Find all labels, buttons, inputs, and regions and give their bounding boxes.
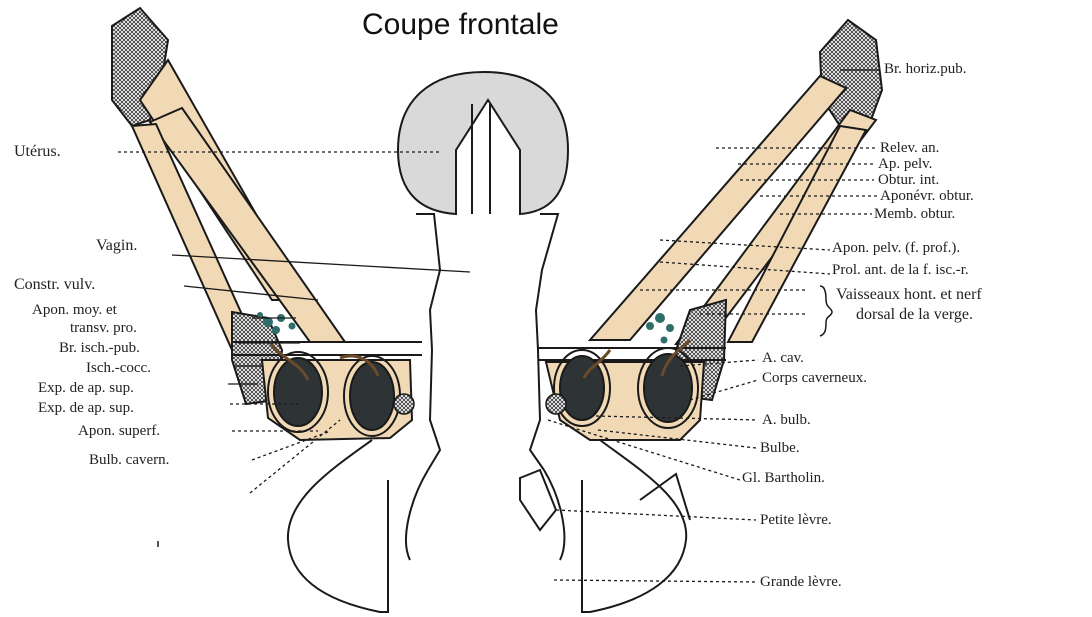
label-a-bulb: A. bulb. [762,412,811,429]
right-bartholin-gland [546,394,566,414]
label-bulbe: Bulbe. [760,440,800,457]
label-apon-pelv-prof: Apon. pelv. (f. prof.). [832,240,960,257]
label-exp-ap-sup-1: Exp. de ap. sup. [38,380,134,397]
label-ap-pelv: Ap. pelv. [878,156,932,173]
label-memb-obtur: Memb. obtur. [874,206,955,223]
label-uterus: Utérus. [14,143,61,160]
label-transv-pro: transv. pro. [70,320,137,337]
label-constr-vulv: Constr. vulv. [14,276,95,293]
diagram-title: Coupe frontale [362,8,559,42]
label-grande-levre: Grande lèvre. [760,574,842,591]
label-vaisseaux: Vaisseaux hont. et nerf [836,286,982,303]
left-bartholin-gland [394,394,414,414]
label-petite-levre: Petite lèvre. [760,512,832,529]
label-br-horiz-pub: Br. horiz.pub. [884,61,967,78]
vagina-right-wall [530,214,558,470]
label-aponevr-obtur: Aponévr. obtur. [880,188,974,205]
label-exp-ap-sup-2: Exp. de ap. sup. [38,400,134,417]
left-bulb [350,362,394,430]
label-isch-cocc: Isch.-cocc. [86,360,151,377]
labia-majora-right [582,440,686,612]
uterus [398,72,568,214]
label-br-isch-pub: Br. isch.-pub. [59,340,140,357]
right-bulb [560,356,604,420]
label-dorsal-verge: dorsal de la verge. [856,306,973,323]
label-prol-ant: Prol. ant. de la f. isc.-r. [832,262,969,279]
label-obtur-int: Obtur. int. [878,172,939,189]
labia-majora-left [288,440,388,612]
label-corps-caverneux: Corps caverneux. [762,370,867,387]
label-apon-superf: Apon. superf. [78,423,160,440]
label-relev-an: Relev. an. [880,140,939,157]
left-half [112,8,422,440]
labia-minora [406,470,564,560]
label-a-cav: A. cav. [762,350,804,367]
label-vagin: Vagin. [96,237,137,254]
label-gl-bartholin: Gl. Bartholin. [742,470,825,487]
label-apon-moy: Apon. moy. et [32,302,117,319]
label-bulb-cavern: Bulb. cavern. [89,452,169,469]
vessels-brace [820,286,832,336]
